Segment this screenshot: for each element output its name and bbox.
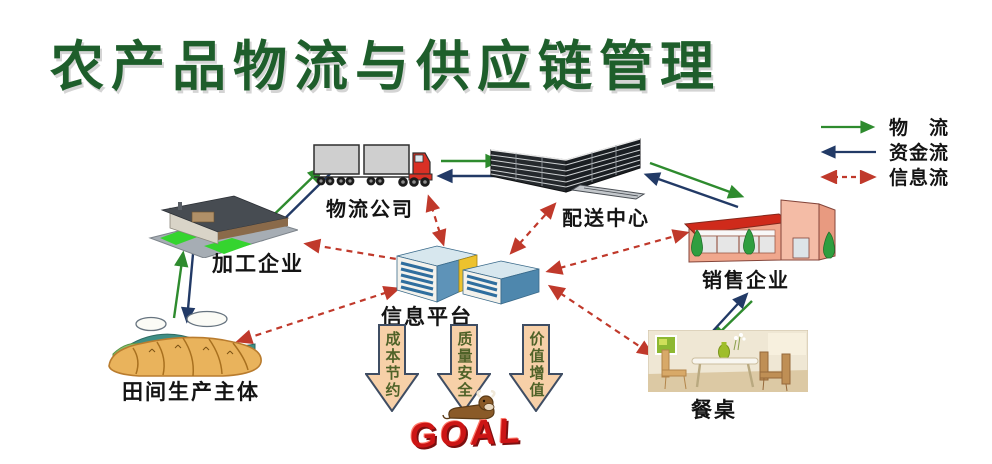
legend-label: 信息流 — [889, 168, 950, 189]
capital-flow-arrow-icon — [820, 144, 876, 159]
goal-bull-icon — [442, 390, 496, 420]
node-distribution-center: 配送中心 — [488, 126, 653, 232]
node-label-dining-table: 餐桌 — [691, 399, 737, 422]
dining-room-photo — [647, 329, 809, 393]
factory-icon — [148, 195, 300, 259]
node-label-sales-enterprise: 销售企业 — [702, 270, 790, 292]
information-flow-arrow-icon — [820, 169, 877, 184]
node-information-platform: 信息平台 — [381, 242, 548, 334]
data-center-icon — [396, 245, 540, 305]
goal-arrow-label: 价值增值 — [527, 331, 545, 399]
page-title: 农产品物流与供应链管理 — [50, 37, 721, 97]
node-processing-enterprise: 加工企业 — [148, 188, 308, 283]
legend-item-information-flow: 信息流 — [818, 164, 949, 189]
legend-label: 资金流 — [889, 143, 950, 164]
node-label-logistics-company: 物流公司 — [326, 199, 414, 221]
material-flow-arrow-icon — [821, 119, 876, 134]
down-block-arrow-icon — [364, 324, 420, 413]
node-label-processing-enterprise: 加工企业 — [212, 253, 304, 276]
legend-item-capital-flow: 资金流 — [818, 139, 949, 164]
goal-arrow-label: 成本节约 — [383, 331, 401, 399]
goal-text: GOAL — [409, 410, 525, 457]
node-field-producers: 田间生产主体 — [105, 308, 275, 410]
store-icon — [683, 199, 836, 263]
legend: 物 流 资金流 信息流 — [818, 114, 949, 189]
legend-item-material-flow: 物 流 — [818, 114, 949, 139]
farm-field-icon — [108, 310, 262, 377]
goal-arrow-quality-safety: 质量安全 — [436, 324, 492, 413]
goal-arrow-value-added: 价值增值 — [508, 324, 564, 413]
node-label-distribution-center: 配送中心 — [562, 208, 650, 230]
node-dining-table: 餐桌 — [647, 329, 810, 428]
legend-label: 物 流 — [889, 118, 950, 139]
truck-icon — [313, 144, 433, 187]
warehouse-racks-icon — [490, 138, 646, 200]
goal-arrow-cost-saving: 成本节约 — [364, 324, 420, 413]
goal-banner: GOAL — [406, 390, 542, 460]
node-label-field-producers: 田间生产主体 — [122, 381, 260, 404]
node-label-information-platform: 信息平台 — [381, 306, 473, 329]
node-sales-enterprise: 销售企业 — [683, 192, 843, 296]
down-block-arrow-icon — [508, 324, 564, 413]
node-logistics-company: 物流公司 — [313, 141, 443, 223]
goal-arrow-label: 质量安全 — [455, 331, 473, 399]
